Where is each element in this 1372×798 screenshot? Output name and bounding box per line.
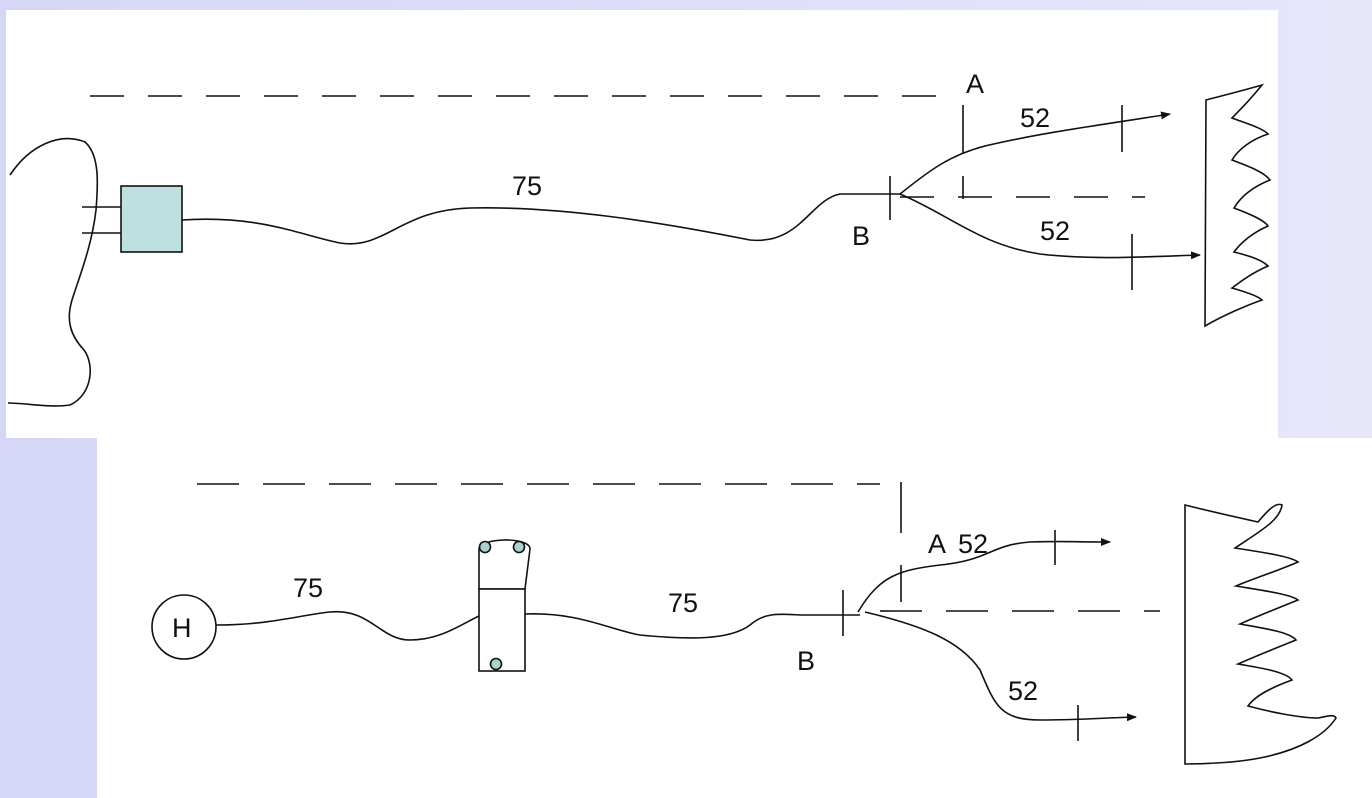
top-load-element [1204, 83, 1272, 328]
top-left-outline [7, 137, 99, 407]
top-cable-label: 75 [512, 171, 542, 201]
bottom-diagram-panel [97, 438, 1372, 798]
bottom-cable-right-label: 75 [668, 588, 698, 618]
bottom-branch-lower-label: 52 [1008, 676, 1038, 706]
bottom-cable-left [215, 610, 480, 641]
bottom-diagram [151, 482, 1337, 765]
bottom-cable-left-label: 75 [293, 573, 323, 603]
bottom-cable-right [524, 613, 860, 639]
bottom-branch-upper [857, 537, 1111, 613]
bottom-source-label: H [172, 613, 192, 643]
top-diagram-panel [6, 10, 1278, 438]
bottom-device-contact-b [489, 657, 503, 671]
top-main-cable [181, 193, 900, 245]
bottom-source-circle [151, 594, 217, 660]
top-branch-upper-label: 52 [1020, 103, 1050, 133]
bottom-device-contact-tr [512, 540, 526, 554]
bottom-threshold-label: A [928, 529, 946, 559]
bottom-load-element [1184, 503, 1337, 765]
top-branch-lower [899, 193, 1201, 260]
top-branch-lower-label: 52 [1040, 216, 1070, 246]
top-junction-label: B [852, 221, 870, 251]
bottom-middle-device-body [478, 588, 526, 672]
bottom-device-contact-tl [478, 540, 492, 554]
bottom-branch-lower [864, 611, 1137, 722]
top-diagram [7, 83, 1272, 407]
bottom-junction-label: B [797, 646, 815, 676]
top-branch-upper [899, 111, 1171, 195]
bottom-branch-upper-label: 52 [958, 529, 988, 559]
top-device-box [120, 185, 183, 253]
top-threshold-label: A [966, 69, 984, 99]
